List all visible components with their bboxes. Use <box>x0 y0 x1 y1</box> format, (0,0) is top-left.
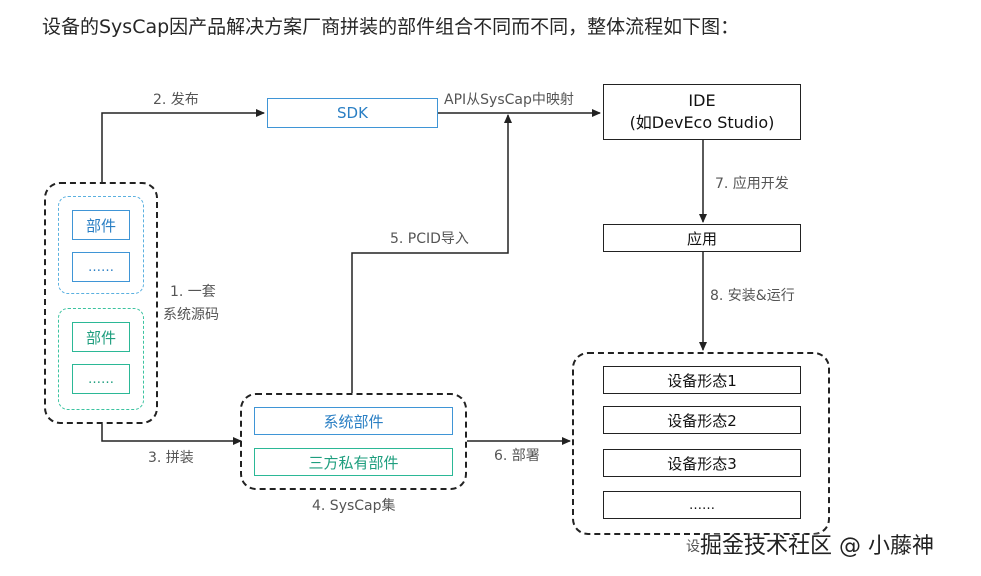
device-form-node: …… <box>603 491 801 519</box>
label-step1-line1: 1. 一套 <box>170 284 216 300</box>
ide-subtitle: (如DevEco Studio) <box>629 113 775 132</box>
arrow-assemble <box>101 424 242 445</box>
third-party-components-node: 三方私有部件 <box>254 448 453 476</box>
device-form-node: 设备形态3 <box>603 449 801 477</box>
watermark: 掘金技术社区 @ 小藤神 <box>700 534 934 559</box>
sdk-node: SDK <box>267 98 438 128</box>
label-partial: 设 <box>686 539 700 555</box>
source-code-group <box>44 182 158 424</box>
label-deploy: 6. 部署 <box>494 448 540 464</box>
ellipsis-node-green: …… <box>72 364 130 394</box>
label-app-dev: 7. 应用开发 <box>715 176 789 192</box>
ellipsis-node-blue: …… <box>72 252 130 282</box>
device-form-node: 设备形态1 <box>603 366 801 394</box>
arrow-publish <box>101 109 265 182</box>
label-publish: 2. 发布 <box>153 92 199 108</box>
component-node-blue: 部件 <box>72 210 130 240</box>
label-install-run: 8. 安装&运行 <box>710 288 795 304</box>
intro-text: 设备的SysCap因产品解决方案厂商拼装的部件组合不同而不同，整体流程如下图： <box>42 16 740 38</box>
component-node-green: 部件 <box>72 322 130 352</box>
label-pcid-import: 5. PCID导入 <box>390 231 469 247</box>
label-step1-line2: 系统源码 <box>163 307 219 323</box>
device-form-node: 设备形态2 <box>603 406 801 434</box>
ide-title: IDE <box>688 91 716 111</box>
label-syscap-set: 4. SysCap集 <box>312 498 396 514</box>
label-api-mapping: API从SysCap中映射 <box>444 92 574 108</box>
ide-node: IDE (如DevEco Studio) <box>603 84 801 140</box>
device-forms-group <box>572 352 830 535</box>
label-assemble: 3. 拼装 <box>148 450 194 466</box>
app-node: 应用 <box>603 224 801 252</box>
system-components-node: 系统部件 <box>254 407 453 435</box>
component-group-green <box>58 308 144 410</box>
arrow-pcid-import <box>351 114 512 393</box>
syscap-set-group <box>240 393 467 490</box>
component-group-blue <box>58 196 144 294</box>
